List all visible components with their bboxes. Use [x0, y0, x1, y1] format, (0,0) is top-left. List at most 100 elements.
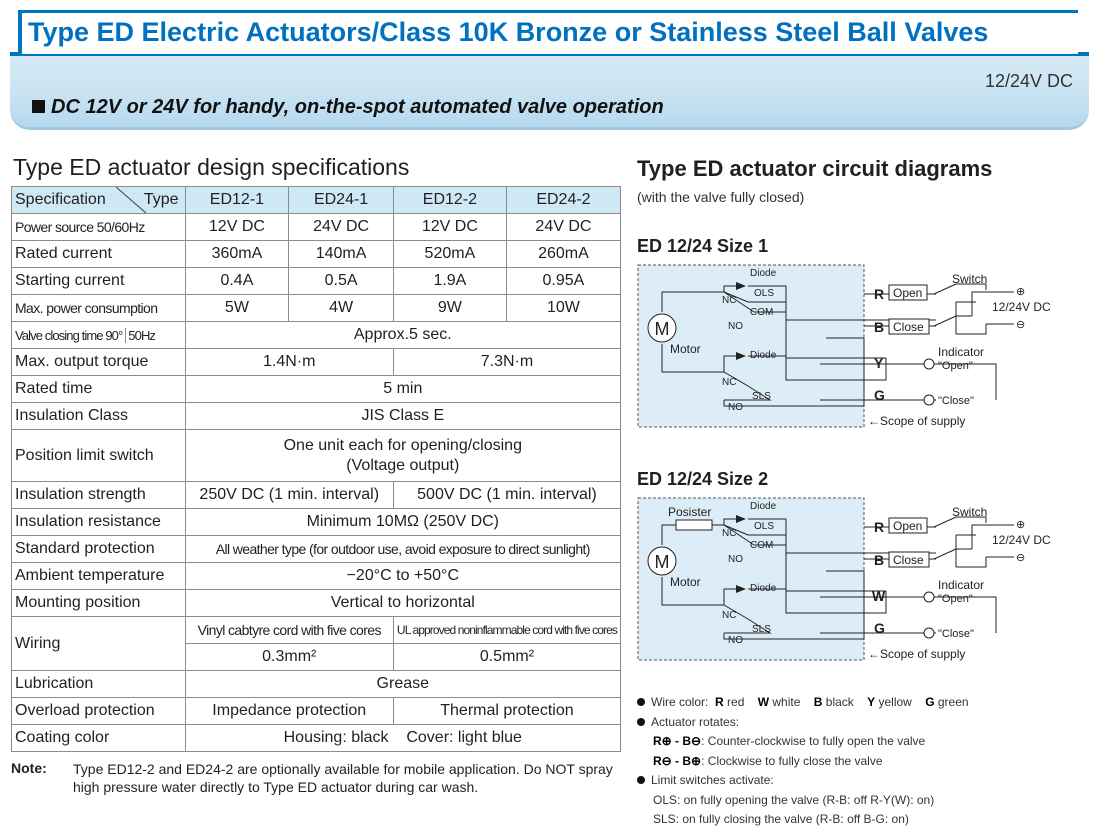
legend-rotation-ccw: R⊕ - B⊖: Counter-clockwise to fully open…: [637, 732, 969, 752]
no-bot-label: NO: [728, 402, 743, 413]
posister-label: Posister: [668, 505, 711, 519]
bullet-icon: [637, 776, 645, 784]
lamp-icon: [923, 394, 935, 406]
table-row: Rated current 360mA 140mA 520mA 260mA: [11, 240, 622, 268]
row-label: Insulation resistance: [11, 508, 186, 536]
size1-circuit-diagram: M Motor Diode Diode OLS NC COM NO NC SLS…: [637, 264, 1051, 428]
header-model: ED12-1: [184, 186, 290, 214]
cell: 0.5mm²: [392, 643, 622, 671]
page-title: Type ED Electric Actuators/Class 10K Bro…: [18, 10, 1078, 54]
row-label: Position limit switch: [11, 429, 186, 482]
wire-code: Y: [867, 695, 876, 709]
minus-label: ⊖: [1016, 552, 1025, 564]
diagonal-divider: [116, 187, 146, 213]
nc-bot-label: NC: [722, 610, 736, 621]
legend-sls: SLS: on fully closing the valve (R-B: of…: [653, 812, 909, 826]
note-text: Type ED12-2 and ED24-2 are optionally av…: [73, 761, 613, 795]
open-box: [888, 517, 928, 534]
close-label: Close: [893, 320, 924, 334]
cell: 0.3mm²: [184, 643, 394, 671]
header-type-label: Type: [143, 191, 179, 208]
close-box: [888, 551, 930, 568]
wire-name: white: [772, 695, 801, 709]
wire-name: black: [825, 695, 854, 709]
sls-label: SLS: [752, 624, 771, 635]
row-label: Max. power consumption: [11, 294, 186, 322]
table-row: Mounting position Vertical to horizontal: [11, 589, 622, 617]
row-label: Power source 50/60Hz: [11, 213, 186, 241]
wire-r-label: R: [874, 519, 884, 535]
cell: 520mA: [392, 240, 507, 268]
wire-code: R: [715, 695, 724, 709]
table-row: Insulation Class JIS Class E: [11, 402, 622, 430]
lamp-icon: [923, 358, 935, 370]
motor-icon: [647, 546, 677, 576]
valve-closing-label: Valve closing time 90°: [15, 327, 123, 343]
table-row: Starting current 0.4A 0.5A 1.9A 0.95A: [11, 267, 622, 295]
indicator-label: Indicator: [938, 578, 984, 592]
plus-label: ⊕: [1016, 286, 1025, 298]
indicator-close-label: "Close": [938, 628, 974, 640]
square-bullet-icon: [32, 100, 45, 113]
position-limit-line1: One unit each for opening/closing: [283, 436, 522, 454]
motor-m-label: M: [655, 552, 670, 572]
scope-label: ←Scope of supply: [868, 414, 965, 428]
note-label: Note:: [11, 760, 47, 776]
table-row: Valve closing time 90°50Hz Approx.5 sec.: [11, 321, 622, 349]
supply-label: 12/24V DC: [992, 300, 1051, 314]
cell: 0.5A: [288, 267, 394, 295]
diode-top-label: Diode: [750, 268, 777, 279]
table-row: Position limit switch One unit each for …: [11, 429, 622, 482]
legend-rotation-cw: R⊖ - B⊕: Clockwise to fully close the va…: [637, 752, 969, 772]
wire-y-label: Y: [874, 355, 884, 371]
wire-code: W: [757, 695, 770, 709]
open-box: [888, 284, 928, 301]
header-model: ED12-2: [392, 186, 507, 214]
wire-g-label: G: [874, 387, 885, 403]
table-row: Rated time 5 min: [11, 375, 622, 403]
row-label: Standard protection: [11, 535, 186, 563]
cell: 12V DC: [392, 213, 507, 241]
cell: Approx.5 sec.: [184, 321, 622, 349]
table-row: Insulation resistance Minimum 10MΩ (250V…: [11, 508, 622, 536]
wire-g-label: G: [874, 620, 885, 636]
row-label: Starting current: [11, 267, 186, 295]
table-row: Coating color Housing: black Cover: ligh…: [11, 724, 622, 752]
wire-name: green: [937, 695, 969, 709]
table-row: Power source 50/60Hz 12V DC 24V DC 12V D…: [11, 213, 622, 241]
diode-bot-label: Diode: [750, 350, 777, 361]
diode-icon: [736, 282, 746, 290]
row-label: Rated time: [11, 375, 186, 403]
supply-label: 12/24V DC: [992, 533, 1051, 547]
spec-section-title: Type ED actuator design specifications: [13, 154, 410, 180]
wire-name: yellow: [878, 695, 912, 709]
legend-wire-colors: Wire color: R red W white B black Y yell…: [637, 693, 969, 713]
no-top-label: NO: [728, 321, 743, 332]
cell: 250V DC (1 min. interval): [184, 481, 394, 509]
row-label: Valve closing time 90°50Hz: [11, 321, 186, 349]
table-row: Standard protection All weather type (fo…: [11, 535, 622, 563]
row-label: Ambient temperature: [11, 562, 186, 590]
lamp-icon: [923, 627, 935, 639]
wire-b-label: B: [874, 552, 884, 568]
size2-circuit-diagram: Posister M Motor Diode Diode OLS NC COM …: [637, 497, 1051, 661]
wire-color-label: Wire color:: [651, 695, 709, 709]
voltage-label: 12/24V DC: [984, 71, 1073, 91]
ols-label: OLS: [754, 288, 774, 299]
circuit-section-title: Type ED actuator circuit diagrams: [637, 156, 993, 181]
sls-label: SLS: [752, 391, 771, 402]
com-label: COM: [750, 540, 773, 551]
cell: 1.4N·m: [184, 348, 394, 376]
table-row: Max. output torque 1.4N·m 7.3N·m: [11, 348, 622, 376]
cell: Vinyl cabtyre cord with five cores: [184, 616, 394, 644]
posister-icon: [675, 519, 713, 531]
cell: 24V DC: [505, 213, 622, 241]
table-header-row: Specification Type ED12-1 ED24-1 ED12-2 …: [11, 186, 622, 214]
diode-icon: [736, 352, 746, 360]
cell: JIS Class E: [184, 402, 622, 430]
diode-icon: [736, 515, 746, 523]
table-row: Overload protection Impedance protection…: [11, 697, 622, 725]
lamp-icon: [923, 591, 935, 603]
bullet-icon: [637, 698, 645, 706]
cell: −20°C to +50°C: [184, 562, 622, 590]
